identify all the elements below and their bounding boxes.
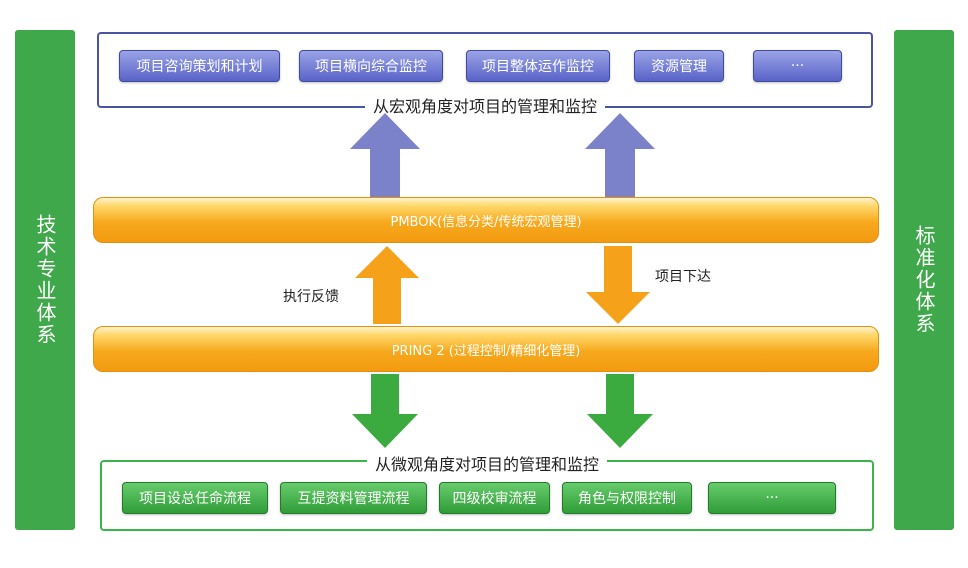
blue-up-arrow-left [350,113,420,197]
orange-down-arrow [586,246,650,324]
macro-caption: 从宏观角度对项目的管理和监控 [364,93,606,117]
green-down-arrow-right [587,374,653,448]
right-sidebar-label: 标准化体系 [912,225,936,335]
blue-up-arrow-right [585,113,655,197]
top-button-3[interactable]: 项目整体运作监控 [466,50,610,82]
top-button-4[interactable]: 资源管理 [634,50,724,82]
execution-feedback-label: 执行反馈 [283,289,339,305]
pmbok-band: PMBOK(信息分类/传统宏观管理) [93,197,879,243]
top-button-1[interactable]: 项目咨询策划和计划 [119,50,280,82]
bottom-button-more[interactable]: ··· [708,482,836,514]
left-sidebar-label: 技术专业体系 [33,214,57,346]
micro-caption: 从微观角度对项目的管理和监控 [366,451,608,475]
green-down-arrow-left [352,374,418,448]
left-sidebar-technical-system: 技术专业体系 [15,30,75,530]
orange-up-arrow [355,246,419,324]
macro-management-group: 项目咨询策划和计划 项目横向综合监控 项目整体运作监控 资源管理 ··· 从宏观… [97,32,873,117]
top-button-2[interactable]: 项目横向综合监控 [299,50,443,82]
bottom-button-4[interactable]: 角色与权限控制 [562,482,692,514]
micro-management-group: 从微观角度对项目的管理和监控 项目设总任命流程 互提资料管理流程 四级校审流程 … [100,451,874,531]
project-issue-label: 项目下达 [655,269,711,285]
top-button-more[interactable]: ··· [753,50,842,82]
bottom-button-2[interactable]: 互提资料管理流程 [280,482,427,514]
right-sidebar-standardization-system: 标准化体系 [894,30,954,530]
pring-band: PRING 2 (过程控制/精细化管理) [93,326,879,372]
bottom-button-1[interactable]: 项目设总任命流程 [122,482,268,514]
bottom-button-3[interactable]: 四级校审流程 [439,482,550,514]
